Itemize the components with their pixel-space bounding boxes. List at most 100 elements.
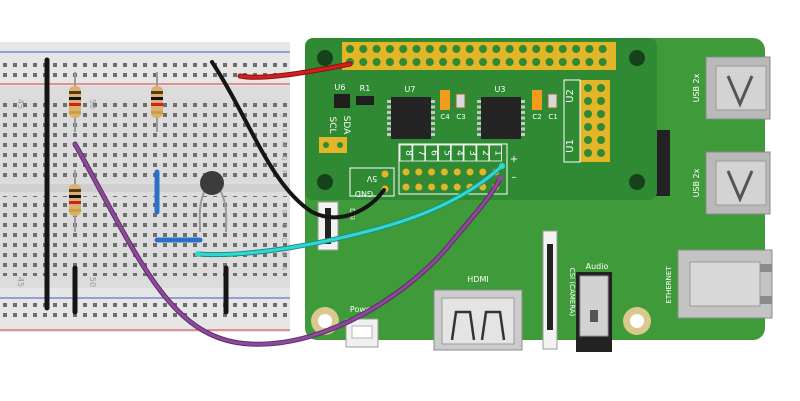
side-header-pin [597, 97, 605, 105]
gpio-pin [425, 58, 434, 66]
row-letter: F [280, 170, 288, 174]
wire-black-to-gnd [210, 60, 386, 220]
gpio-pin [545, 45, 554, 53]
gpio-pin [545, 58, 554, 66]
c4-label: C4 [440, 113, 450, 121]
wires [72, 60, 505, 347]
audio-label: Audio [586, 262, 609, 271]
side-header-pin [584, 97, 592, 105]
channel-label: 2 [480, 150, 490, 156]
u7-chip [391, 97, 431, 139]
wire-red [238, 62, 352, 79]
usb-top-label: USB 2x [692, 73, 701, 102]
gpio-pin [585, 45, 594, 53]
thermistor [198, 171, 228, 233]
gpio-pin [572, 58, 581, 66]
csi-connector [542, 230, 558, 350]
row-letter: H [280, 141, 288, 146]
i2c-header [319, 137, 347, 153]
gpio-pin [505, 45, 514, 53]
gpio-pin [585, 58, 594, 66]
row-letter: G [280, 155, 288, 160]
side-header-pin [584, 149, 592, 157]
gpio-pin [479, 58, 487, 66]
u6-label: U6 [335, 83, 346, 92]
ethernet-label: ETHERNET [665, 266, 673, 304]
gpio-pin [598, 58, 607, 66]
gpio-pin [598, 45, 607, 53]
usb-port-top [705, 56, 771, 120]
u7-label: U7 [405, 85, 416, 94]
channel-label: 6 [429, 150, 439, 156]
channel-label: 3 [467, 150, 477, 156]
minus-label: – [512, 172, 517, 183]
gpio-pin [452, 45, 461, 53]
gpio-pin [558, 45, 567, 53]
gpio-pin [399, 45, 408, 53]
power-label: Power [350, 305, 375, 314]
side-header [580, 80, 610, 162]
c4-capacitor [440, 90, 450, 110]
sda-label: SDA [341, 116, 351, 135]
resistor-3 [69, 170, 81, 232]
row-letter: A [280, 266, 288, 271]
gpio-pin [439, 45, 448, 53]
col-label-45-top: 45 [16, 99, 25, 109]
plus-label: + [510, 154, 518, 165]
rail-holes-bottom [0, 302, 290, 322]
col-label-50-bottom: 50 [88, 277, 97, 287]
gpio-pin [505, 58, 514, 66]
gpio-pin [532, 58, 541, 66]
channel-pin-minus [428, 183, 436, 191]
usb-port-bottom [705, 151, 771, 215]
c1-label: C1 [548, 113, 557, 121]
hdmi-port [433, 289, 523, 351]
side-header-pin [597, 136, 605, 144]
resistor-1 [69, 72, 81, 132]
u1-label: U1 [565, 139, 576, 153]
row-letter: C [280, 238, 288, 243]
gpio-pin [465, 58, 474, 66]
gpio-pin [492, 45, 501, 53]
u3-label: U3 [495, 85, 506, 94]
gpio-pin [479, 45, 487, 53]
channel-label: 8 [403, 150, 413, 156]
scl-label: SCL [327, 116, 337, 133]
channel-label: 5 [441, 150, 451, 156]
row-letter: D [280, 223, 288, 228]
center-channel [0, 184, 290, 192]
u2-label: U2 [565, 89, 576, 103]
channel-label: 1 [493, 150, 503, 156]
5v-label: 5V [366, 174, 377, 183]
c2-capacitor [532, 90, 542, 110]
gpio-header [342, 42, 616, 136]
ethernet-port [677, 249, 773, 319]
side-header-pin [584, 123, 592, 131]
terminal-holes-top [0, 100, 290, 180]
gpio-pin [372, 45, 381, 53]
row-letter: I [280, 129, 288, 131]
channel-pin-plus [402, 168, 410, 176]
u3-chip [481, 97, 521, 139]
side-header-pin [584, 136, 592, 144]
channel-pin-minus [453, 183, 461, 191]
gpio-pin [518, 58, 527, 66]
gpio-pin [425, 45, 434, 53]
breadboard-components [44, 57, 229, 315]
adc-hat-board: U6 R1 U7 U3 C4 C3 C2 C1 SDA SCL 5V GND [305, 38, 657, 200]
wire-purple [73, 142, 502, 346]
gpio-pin [465, 45, 474, 53]
channel-pin-minus [402, 183, 410, 191]
gpio-pin [558, 58, 567, 66]
wire-cyan [196, 164, 504, 257]
hdmi-label: HDMI [467, 275, 488, 284]
c3-capacitor [455, 93, 466, 109]
row-letter: B [280, 252, 288, 257]
c3-label: C3 [456, 113, 465, 121]
gpio-pin [492, 58, 501, 66]
channel-pin-plus [440, 168, 448, 176]
